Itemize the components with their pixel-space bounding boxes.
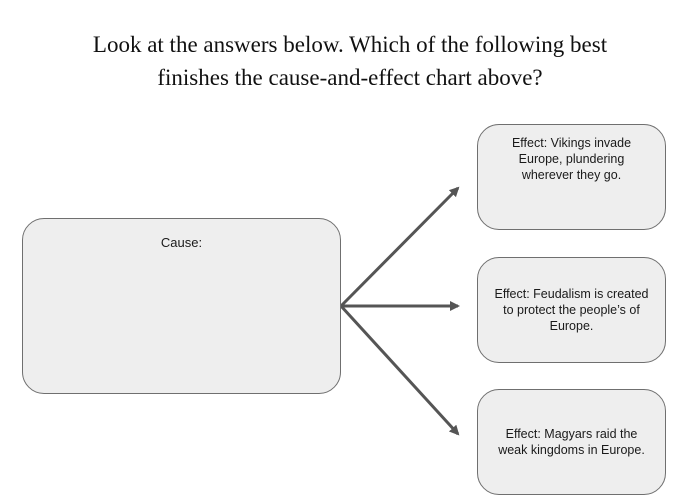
effect-box-magyars: Effect: Magyars raid the weak kingdoms i… [477,389,666,495]
effect-text-magyars: Effect: Magyars raid the weak kingdoms i… [498,427,645,457]
question-text: Look at the answers below. Which of the … [0,28,700,94]
question-line-1: Look at the answers below. Which of the … [92,32,608,57]
arrow-to-effect-3 [339,304,460,436]
cause-label: Cause: [160,235,203,250]
effect-text-vikings: Effect: Vikings invade Europe, plunderin… [511,136,632,182]
arrow-to-effect-1 [339,186,460,308]
effect-text-feudalism: Effect: Feudalism is created to protect … [494,287,649,333]
effect-box-feudalism: Effect: Feudalism is created to protect … [477,257,666,363]
effect-box-vikings: Effect: Vikings invade Europe, plunderin… [477,124,666,230]
question-line-2: finishes the cause-and-effect chart abov… [157,65,543,90]
cause-box: Cause: [22,218,341,394]
